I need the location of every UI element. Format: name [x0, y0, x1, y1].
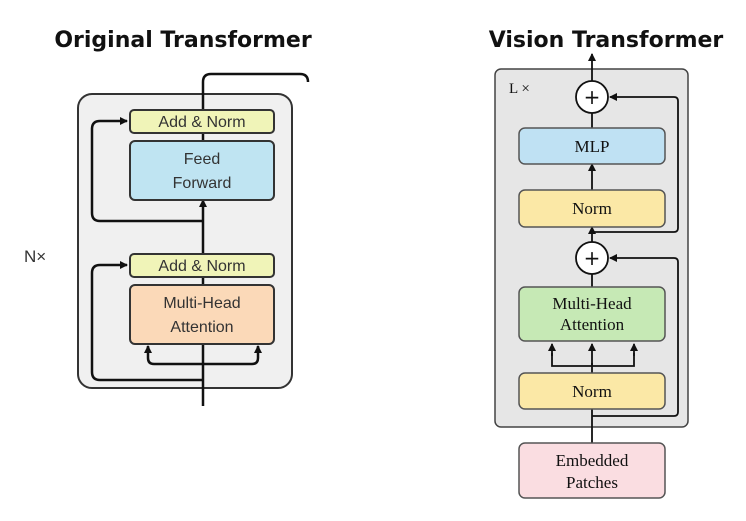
original-mha-label-line1: Multi-Head: [163, 295, 240, 312]
original-residual-top: [90, 117, 203, 223]
vit-mlp-label: MLP: [575, 137, 610, 156]
vit-residual-bottom: [592, 254, 679, 417]
original-add-norm-top-box: [129, 109, 275, 134]
original-residual-bottom: [90, 261, 203, 382]
vit-mha-label-line1: Multi-Head: [552, 294, 632, 313]
vit-embedded-label-line2: Patches: [566, 473, 618, 492]
vision-transformer: Vision Transformer L × + + MLP Norm Mult…: [489, 28, 724, 499]
vit-multi-head-attention-box: [518, 286, 666, 342]
vit-norm-bottom-box: [518, 372, 666, 410]
original-add-norm-bottom-box: [129, 253, 275, 278]
vit-norm-bottom-label: Norm: [572, 382, 612, 401]
vit-repeat-label: L ×: [509, 81, 530, 97]
original-repeat-label: N×: [24, 247, 46, 266]
original-output-line: [201, 72, 310, 110]
original-transformer: Original Transformer N× Add & Norm Feed …: [24, 28, 312, 406]
vit-norm-top-box: [518, 189, 666, 228]
vit-title: Vision Transformer: [489, 28, 724, 53]
original-title: Original Transformer: [54, 28, 312, 53]
original-feed-forward-label-line2: Forward: [173, 175, 232, 192]
original-feed-forward-label-line1: Feed: [184, 151, 220, 168]
vit-embedded-label-line1: Embedded: [556, 451, 629, 470]
vit-plus-symbol-top: +: [584, 85, 601, 109]
vit-norm-top-label: Norm: [572, 199, 612, 218]
vit-residual-add-bottom: [575, 241, 609, 275]
vit-attention-fan: [551, 353, 635, 367]
original-multi-head-attention-box: [129, 284, 275, 345]
vit-residual-top: [592, 93, 679, 233]
original-mha-label-line2: Attention: [170, 319, 233, 336]
vit-plus-symbol-bottom: +: [584, 246, 601, 270]
original-add-norm-top-label: Add & Norm: [158, 114, 245, 131]
vit-mha-label-line2: Attention: [560, 315, 625, 334]
original-attention-fan: [146, 347, 260, 366]
original-add-norm-bottom-label: Add & Norm: [158, 258, 245, 275]
vit-embedded-patches-box: [518, 442, 666, 499]
vit-mlp-box: [518, 127, 666, 165]
vit-residual-add-top: [575, 80, 609, 114]
original-feed-forward-box: [129, 140, 275, 201]
